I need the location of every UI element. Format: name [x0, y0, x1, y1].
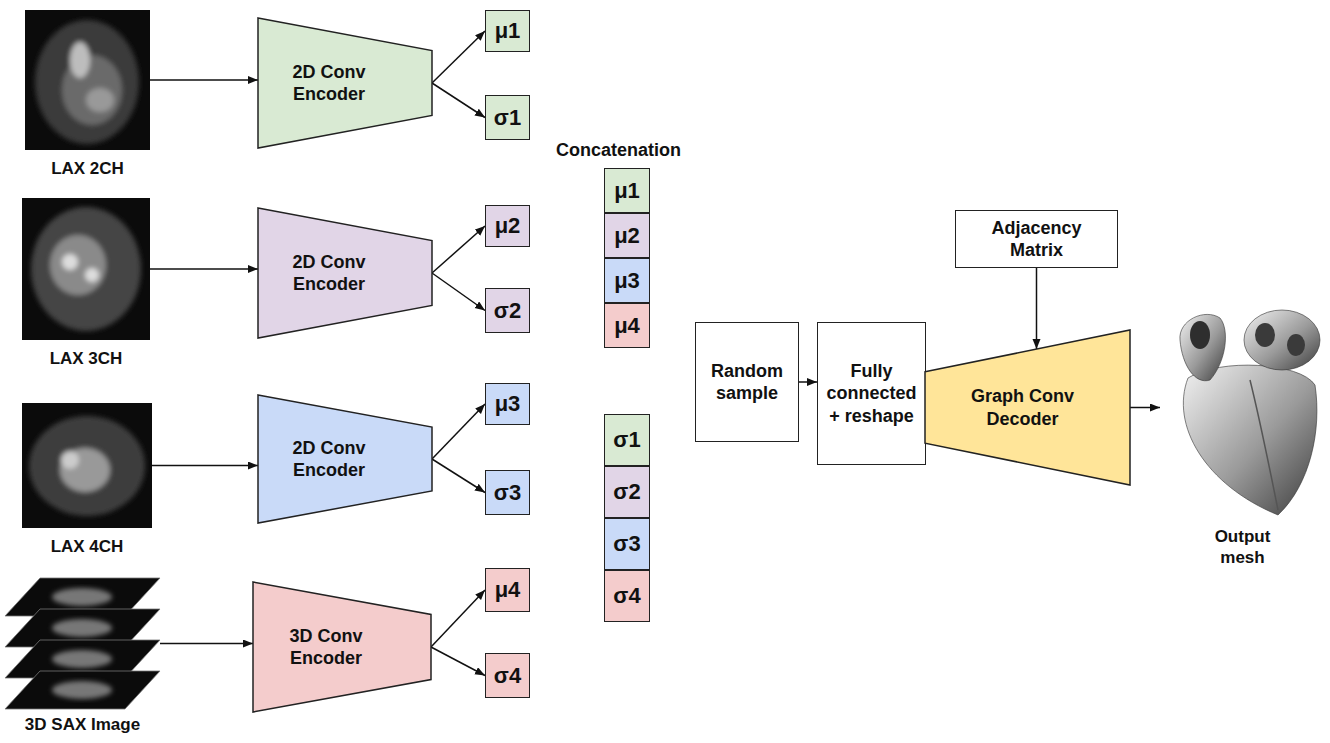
image-caption: 3D SAX Image	[25, 714, 140, 735]
image-input: 3D SAX Image	[5, 578, 160, 709]
conv-encoder: 2D Conv Encoder	[258, 395, 432, 523]
image-caption: LAX 4CH	[51, 536, 124, 557]
concat-cell: μ4	[604, 303, 650, 348]
trapezoid-outline	[258, 208, 432, 338]
sigma-vector: σ1	[485, 95, 530, 140]
conv-encoder: 2D Conv Encoder	[258, 18, 432, 148]
flow-arrow	[431, 590, 485, 647]
node-label: σ2	[613, 478, 640, 506]
concat-cell: σ1	[604, 414, 650, 466]
flow-arrow	[799, 381, 817, 383]
graph-decoder: Graph Conv Decoder	[925, 330, 1130, 485]
flow-arrow	[431, 647, 485, 676]
node-label: Graph Conv Decoder	[963, 385, 1083, 430]
node-label: μ2	[495, 212, 521, 240]
concat-cell: σ2	[604, 466, 650, 518]
image-caption: LAX 3CH	[50, 348, 123, 369]
trapezoid-shape	[258, 208, 432, 338]
concat-cell: σ3	[604, 518, 650, 570]
trapezoid-shape	[925, 330, 1130, 485]
node-label: Adjacency Matrix	[977, 217, 1097, 262]
concat-cell: μ1	[604, 168, 650, 213]
image-input: LAX 4CH	[22, 403, 152, 528]
flow-arrow	[152, 465, 258, 467]
node-label: μ3	[495, 390, 521, 418]
mean-vector: μ2	[485, 205, 530, 247]
trapezoid-outline	[925, 330, 1130, 485]
trapezoid-outline	[253, 582, 431, 712]
trapezoid-shape	[258, 395, 432, 523]
node-label: Fully connected + reshape	[824, 360, 919, 428]
sigma-vector: σ2	[485, 288, 530, 333]
node-label: μ1	[495, 17, 521, 45]
conv-encoder: 2D Conv Encoder	[258, 208, 432, 338]
flow-arrow	[432, 273, 485, 311]
heart-mesh	[1180, 310, 1320, 515]
mri-image	[22, 198, 150, 340]
mean-vector: μ1	[485, 10, 530, 52]
mri-stack	[5, 578, 160, 709]
trapezoid-outline	[258, 395, 432, 523]
mean-vector: μ4	[485, 568, 530, 612]
conv-encoder: 3D Conv Encoder	[253, 582, 431, 712]
flow-arrow	[432, 83, 485, 118]
output-mesh: Output mesh	[1160, 300, 1325, 518]
node-label: σ3	[494, 479, 521, 507]
trapezoid-shape	[258, 18, 432, 148]
node-label: 2D Conv Encoder	[274, 251, 384, 296]
section-label: Concatenation	[556, 140, 681, 161]
image-caption: LAX 2CH	[51, 158, 124, 179]
image-input: LAX 3CH	[22, 198, 150, 340]
node-label: μ3	[614, 267, 640, 295]
flow-arrow	[150, 79, 258, 81]
node-label: 3D Conv Encoder	[271, 625, 381, 670]
concat-cell: μ2	[604, 213, 650, 258]
input-box: Adjacency Matrix	[955, 210, 1118, 268]
flow-arrow	[1036, 268, 1038, 349]
sigma-vector: σ4	[485, 653, 530, 698]
mri-image	[22, 403, 152, 528]
node-label: 2D Conv Encoder	[274, 437, 384, 482]
concat-cell: σ4	[604, 570, 650, 622]
image-input: LAX 2CH	[25, 10, 150, 150]
image-caption: Output mesh	[1193, 526, 1293, 569]
mean-vector: μ3	[485, 383, 530, 425]
concat-cell: μ3	[604, 258, 650, 303]
flow-arrow	[432, 459, 485, 493]
node-label: σ1	[494, 104, 521, 132]
trapezoid-shape	[253, 582, 431, 712]
node-label: μ2	[614, 222, 640, 250]
node-label: σ4	[613, 582, 640, 610]
flow-arrow	[1130, 407, 1160, 409]
flow-arrow	[160, 643, 253, 645]
node-label: μ4	[495, 576, 521, 604]
process-box: Fully connected + reshape	[817, 322, 926, 465]
node-label: σ3	[613, 530, 640, 558]
flow-arrow	[432, 226, 485, 273]
flow-arrow	[150, 268, 258, 270]
node-label: σ1	[613, 426, 640, 454]
sigma-vector: σ3	[485, 470, 530, 515]
node-label: Random sample	[702, 360, 792, 405]
node-label: μ4	[614, 312, 640, 340]
node-label: 2D Conv Encoder	[274, 61, 384, 106]
flow-arrow	[432, 31, 485, 83]
process-box: Random sample	[695, 322, 799, 442]
node-label: μ1	[614, 177, 640, 205]
node-label: σ2	[494, 297, 521, 325]
trapezoid-outline	[258, 18, 432, 148]
mri-image	[25, 10, 150, 150]
node-label: σ4	[494, 662, 521, 690]
flow-arrow	[432, 404, 485, 459]
